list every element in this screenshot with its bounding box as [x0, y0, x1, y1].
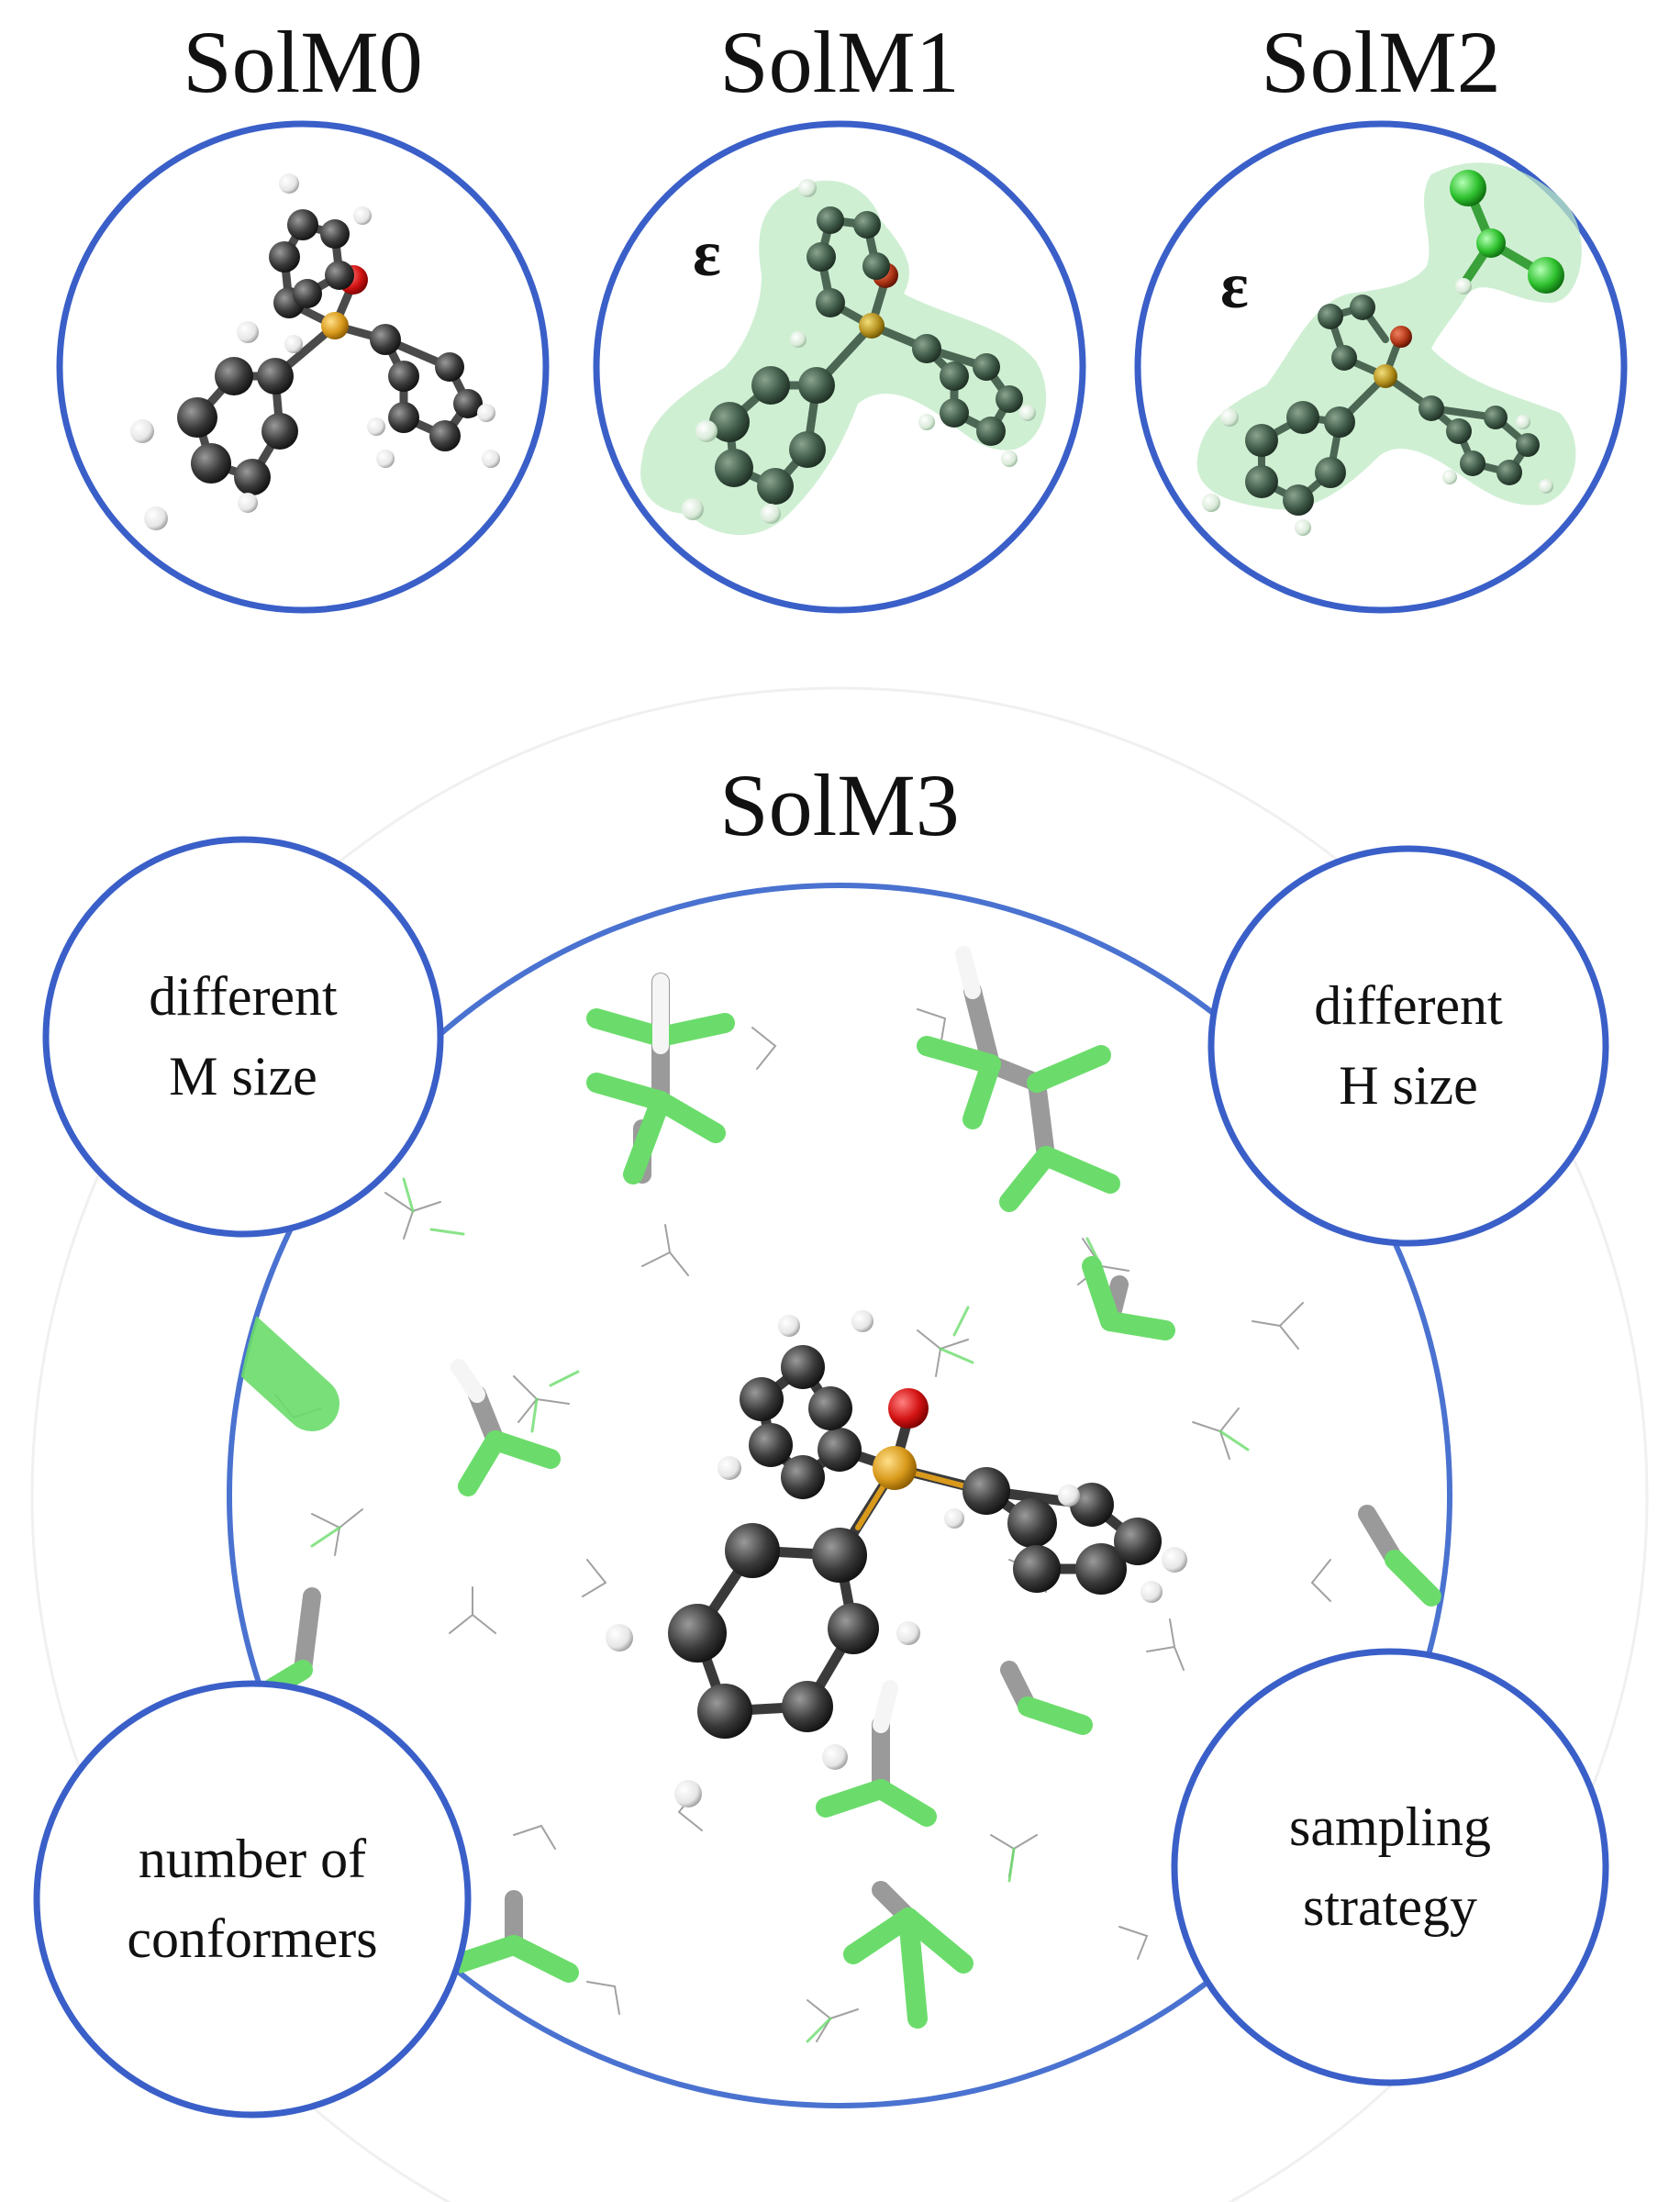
solm3-solvent-box: [229, 946, 1441, 2043]
bubble-conformers-label: number of conformers: [127, 1819, 377, 1979]
solm3-solute-molecule: [606, 1310, 1187, 1807]
bubble-conformers: [33, 1680, 472, 2119]
solm2-epsilon-symbol: ε: [1220, 249, 1249, 322]
bubble-sampling-label: sampling strategy: [1289, 1787, 1491, 1947]
bubble-sampling-line2: strategy: [1303, 1876, 1477, 1937]
bubble-h-size-line1: different: [1314, 975, 1503, 1036]
bubble-m-size-label: different M size: [149, 957, 337, 1117]
solm3-panel: [30, 686, 1649, 2202]
bubble-h-size-line2: H size: [1339, 1055, 1478, 1116]
solm1-title: SolM1: [719, 13, 960, 111]
bubble-h-size: [1207, 845, 1609, 1247]
bubble-conformers-line1: number of: [138, 1829, 367, 1889]
bubble-h-size-label: different H size: [1314, 966, 1502, 1126]
solm0-circle: [56, 120, 550, 614]
bubble-sampling: [1171, 1648, 1609, 2086]
solm2-molecule: [1202, 295, 1553, 536]
solm0-title: SolM0: [183, 13, 423, 111]
solm1-epsilon-symbol: ε: [693, 217, 721, 290]
solm2-solvent-molecule: [1450, 170, 1564, 295]
solm3-circle: [227, 883, 1452, 2108]
solm1-panel: [593, 120, 1086, 614]
bubble-m-size-line1: different: [149, 966, 338, 1027]
solm0-panel: [56, 120, 550, 614]
bubble-conformers-line2: conformers: [127, 1908, 378, 1969]
solm3-title: SolM3: [719, 756, 960, 854]
solm2-panel: [1134, 120, 1628, 614]
bubble-m-size-line2: M size: [169, 1046, 317, 1107]
bubble-m-size: [42, 836, 444, 1238]
solvent-sticks: [229, 946, 1441, 2029]
solm3-halo: [30, 686, 1649, 2202]
bubble-sampling-line1: sampling: [1289, 1796, 1491, 1857]
solm1-molecule: [682, 179, 1036, 524]
solm2-title: SolM2: [1261, 13, 1501, 111]
solm0-molecule: [130, 173, 500, 530]
